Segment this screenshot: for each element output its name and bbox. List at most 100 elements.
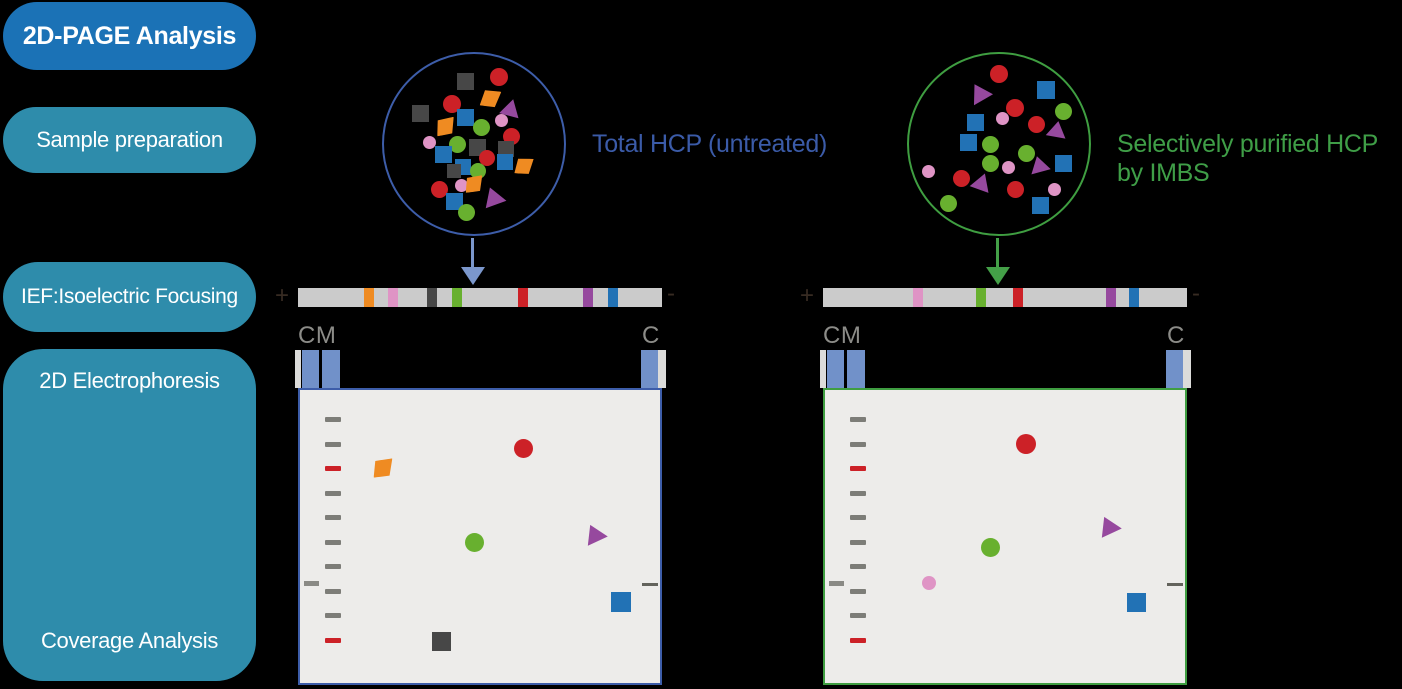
- pink-circle: [922, 164, 936, 178]
- pink-circle: [1048, 182, 1062, 196]
- protein-shapes: [909, 54, 1089, 234]
- lane-label-cm: CM: [298, 322, 337, 349]
- protein-mixture-circle: [907, 52, 1091, 236]
- blue-square: [1036, 81, 1055, 99]
- dash-marker-right: [1167, 583, 1183, 586]
- minus-electrode-label: -: [1192, 280, 1200, 307]
- dash-marker-left: [829, 581, 844, 586]
- red-circle: [1028, 115, 1046, 133]
- gray-mw-tick: [850, 589, 866, 594]
- orange-quad: [515, 158, 534, 176]
- pink-circle: [422, 135, 436, 149]
- minus-electrode-label: -: [667, 280, 675, 307]
- dark-square: [411, 104, 429, 122]
- well-strip: [295, 350, 301, 388]
- red-circle: [431, 180, 449, 198]
- arrow-head: [986, 267, 1010, 285]
- protein-shapes: [384, 54, 564, 234]
- sidebar-title-pill: 2D-PAGE Analysis: [3, 2, 256, 70]
- purple-triangle: [969, 170, 995, 194]
- well-bar: [847, 350, 865, 388]
- blue-square: [1031, 196, 1049, 214]
- well-strip: [820, 350, 826, 388]
- step-label-coverage: Coverage Analysis: [40, 628, 219, 653]
- red-mw-tick: [850, 638, 866, 643]
- green-circle: [469, 163, 486, 179]
- blue-square: [456, 108, 474, 126]
- sample-label: Total HCP (untreated): [592, 130, 828, 158]
- blue-square: [1126, 592, 1146, 612]
- step-label-electrophoresis: 2D Electrophoresis: [39, 368, 220, 393]
- gray-mw-tick: [850, 564, 866, 569]
- dash-marker-left: [304, 581, 319, 586]
- blue-ief-band: [1129, 288, 1139, 307]
- red-ief-band: [1013, 288, 1023, 307]
- sidebar-step-ief: IEF:Isoelectric Focusing: [3, 262, 256, 332]
- blue-square: [959, 133, 977, 151]
- step-label: Sample preparation: [36, 127, 223, 152]
- step-label: IEF:Isoelectric Focusing: [21, 285, 238, 308]
- blue-ief-band: [608, 288, 618, 307]
- well-bar: [1166, 350, 1183, 388]
- gray-mw-tick: [850, 515, 866, 520]
- gray-mw-tick: [325, 613, 341, 618]
- gray-mw-tick: [325, 589, 341, 594]
- ief-bands: [823, 288, 1187, 307]
- plus-electrode-label: +: [800, 282, 815, 309]
- red-circle: [952, 169, 970, 187]
- purple-triangle: [580, 520, 608, 546]
- gray-mw-tick: [850, 540, 866, 545]
- lane-label-c: C: [1167, 322, 1185, 349]
- dark-square: [447, 164, 462, 178]
- red-circle: [1016, 434, 1036, 454]
- green-circle: [940, 194, 958, 212]
- sample-label: Selectively purified HCP by IMBS: [1117, 130, 1378, 187]
- pink-circle: [454, 178, 468, 192]
- arrow-shaft: [471, 238, 474, 269]
- pink-ief-band: [388, 288, 398, 307]
- dark-square: [456, 72, 474, 90]
- red-mw-tick: [325, 638, 341, 643]
- red-circle: [503, 128, 521, 146]
- gray-mw-tick: [325, 564, 341, 569]
- orange-quad: [435, 117, 456, 137]
- orange-quad: [479, 88, 501, 108]
- protein-mixture-circle: [382, 52, 566, 236]
- green-circle: [458, 203, 476, 221]
- down-arrow-icon: [986, 238, 1010, 286]
- gray-mw-tick: [850, 417, 866, 422]
- 2d-gel-panel: [823, 388, 1187, 685]
- gray-mw-tick: [325, 515, 341, 520]
- green-circle: [1017, 144, 1035, 162]
- red-circle: [490, 68, 509, 87]
- gray-mw-tick: [325, 540, 341, 545]
- green-circle: [472, 119, 490, 137]
- pink-circle: [1001, 160, 1015, 174]
- dark-square: [498, 141, 515, 158]
- gray-mw-tick: [850, 491, 866, 496]
- ief-bands: [298, 288, 662, 307]
- green-circle: [1055, 103, 1073, 121]
- red-mw-tick: [325, 466, 341, 471]
- blue-square: [967, 113, 985, 131]
- red-circle: [513, 438, 533, 458]
- lane-label-cm: CM: [823, 322, 862, 349]
- blue-square: [434, 146, 452, 164]
- plus-electrode-label: +: [275, 282, 290, 309]
- sidebar-step-electrophoresis-coverage: 2D Electrophoresis Coverage Analysis: [3, 349, 256, 681]
- sidebar-step-sample-preparation: Sample preparation: [3, 107, 256, 173]
- dark-square: [431, 631, 451, 651]
- mw-marker-ticks: [300, 390, 660, 683]
- gray-mw-tick: [325, 442, 341, 447]
- pink-circle: [996, 112, 1010, 126]
- purple-ief-band: [1106, 288, 1116, 307]
- green-ief-band: [976, 288, 986, 307]
- gel-spots: [300, 390, 660, 683]
- green-circle: [449, 135, 467, 153]
- gray-mw-tick: [325, 491, 341, 496]
- blue-square: [1055, 155, 1073, 173]
- pink-circle: [922, 576, 936, 590]
- purple-ief-band: [583, 288, 593, 307]
- red-circle: [990, 64, 1008, 83]
- pink-circle: [494, 114, 508, 128]
